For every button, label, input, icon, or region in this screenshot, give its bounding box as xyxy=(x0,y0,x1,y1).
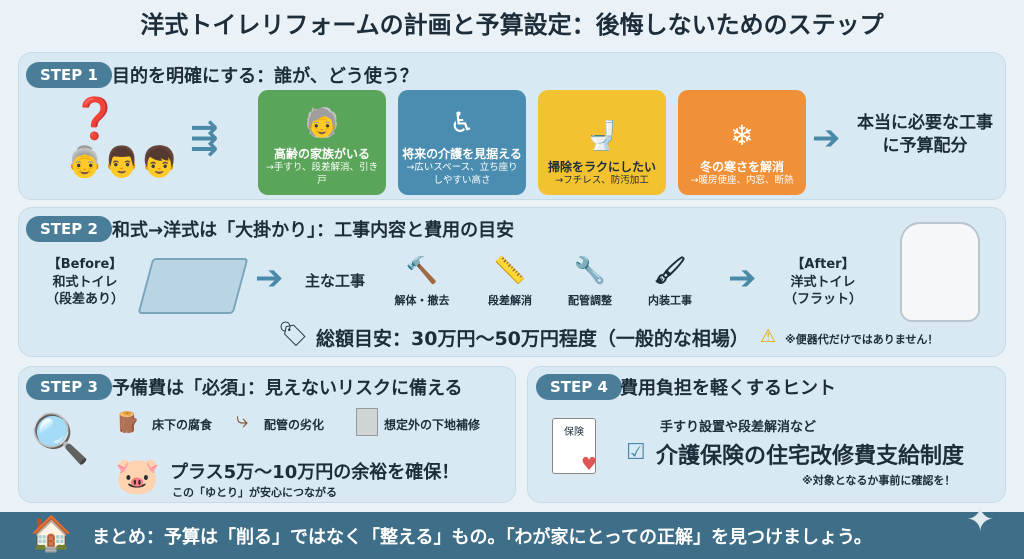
purpose-card: 🚽 掃除をラクにしたい→フチレス、防汚加工 xyxy=(538,90,666,195)
work-label: 配管調整 xyxy=(568,294,612,307)
insurance-document-icon: 保険 ♥ xyxy=(552,418,598,475)
step2-badge: STEP 2 xyxy=(26,216,112,242)
wheelchair-icon: ♿ xyxy=(449,106,475,140)
arrow-icon: ➔ xyxy=(255,258,284,298)
step3-heading: 予備費は「必須」：見えないリスクに備える xyxy=(112,378,463,399)
elderly-icon: 🧓 xyxy=(304,106,340,140)
step4-badge: STEP 4 xyxy=(536,374,622,400)
card-title: 高齢の家族がいる xyxy=(273,147,370,162)
arrow-icon: ➔ xyxy=(728,258,757,298)
paint-roller-icon: 🖌 xyxy=(653,256,687,286)
step4-note: ※対象となるか事前に確認を！ xyxy=(802,474,956,487)
family-people-icon: 👵👨👦 xyxy=(66,145,179,180)
card-title: 冬の寒さを解消 xyxy=(699,159,784,174)
card-title: 将来の介護を見据える xyxy=(402,147,522,162)
hammer-icon: 🔨 xyxy=(405,256,439,286)
summary-footer: まとめ：予算は「削る」ではなく「整える」もの。「わが家にとっての正解」を見つけま… xyxy=(0,512,1024,559)
work-label: 解体・撤去 xyxy=(394,294,450,307)
step4-heading: 費用負担を軽くするヒント xyxy=(620,378,836,399)
before-label: 【Before】 xyxy=(47,257,123,272)
japanese-toilet-icon xyxy=(137,258,249,314)
card-sub: →手すり、段差解消、引き戸 xyxy=(265,162,379,186)
step1-heading: 目的を明確にする：誰が、どう使う？ xyxy=(112,66,418,87)
western-toilet-icon xyxy=(900,222,980,322)
checkbox-icon: ☑ xyxy=(626,440,646,465)
step2-heading: 和式→洋式は「大掛かり」：工事内容と費用の目安 xyxy=(112,220,515,241)
risk-pipe: 配管の劣化 xyxy=(264,418,325,432)
after-note: （フラット） xyxy=(783,292,862,308)
risk-floor: 床下の腐食 xyxy=(152,418,213,432)
work-piping: 🔧 配管調整 xyxy=(560,256,620,308)
card-sub: →フチレス、防汚加工 xyxy=(555,174,649,186)
after-label: 【After】 xyxy=(791,257,855,272)
magnifier-icon: 🔍 xyxy=(30,411,90,467)
work-label: 段差解消 xyxy=(488,294,532,307)
branch-arrow-icon: ⇶ xyxy=(190,118,219,158)
step1-result: 本当に必要な工事に予算配分 xyxy=(857,113,993,156)
crack-icon xyxy=(356,408,378,436)
purpose-card: 🧓 高齢の家族がいる→手すり、段差解消、引き戸 xyxy=(258,90,386,195)
work-label: 内装工事 xyxy=(648,294,692,307)
sparkle-icon: ✦ xyxy=(966,500,995,540)
care-insurance-program: 介護保険の住宅改修費支給制度 xyxy=(656,444,965,469)
after-name: 洋式トイレ xyxy=(790,274,856,290)
risk-substrate: 想定外の下地補修 xyxy=(384,418,481,432)
wood-icon: 🪵 xyxy=(115,410,140,434)
purpose-card: ❄ 冬の寒さを解消→暖房便座、内窓、断熱 xyxy=(678,90,806,195)
before-name: 和式トイレ xyxy=(52,274,118,290)
card-sub: →暖房便座、内窓、断熱 xyxy=(690,174,794,186)
heart-icon: ♥ xyxy=(581,454,598,475)
total-estimate: 総額目安：30万円〜50万円程度（一般的な相場） xyxy=(316,328,749,350)
work-leveling: 📏 段差解消 xyxy=(480,256,540,308)
document-label: 保険 xyxy=(564,427,584,438)
work-interior: 🖌 内装工事 xyxy=(640,256,700,308)
after-label-group: 【After】 洋式トイレ （フラット） xyxy=(778,256,868,309)
piggy-bank-icon: 🐷 xyxy=(115,456,160,497)
heater-icon: ❄ xyxy=(730,118,754,152)
work-demolition: 🔨 解体・撤去 xyxy=(392,256,452,308)
page-title: 洋式トイレリフォームの計画と予算設定：後悔しないためのステップ xyxy=(140,10,884,39)
reserve-amount: プラス5万〜10万円の余裕を確保！ xyxy=(170,462,460,483)
step4-lead: 手すり設置や段差解消など xyxy=(660,420,817,435)
reserve-note: この「ゆとり」が安心につながる xyxy=(172,486,337,499)
step3-badge: STEP 3 xyxy=(26,374,112,400)
warning-note: ※便器代だけではありません！ xyxy=(785,333,939,346)
toilet-broom-icon: 🚽 xyxy=(584,118,620,152)
arrow-icon: ➔ xyxy=(812,118,841,158)
main-work-label: 主な工事 xyxy=(305,272,366,290)
rusty-pipe-icon: ⤷ xyxy=(236,408,249,433)
step1-badge: STEP 1 xyxy=(26,62,112,88)
summary-text: まとめ：予算は「削る」ではなく「整える」もの。「わが家にとっての正解」を見つけま… xyxy=(92,526,872,548)
level-icon: 📏 xyxy=(493,256,527,286)
card-sub: →広いスペース、立ち座りしやすい高さ xyxy=(406,162,518,186)
card-title: 掃除をラクにしたい xyxy=(547,159,656,174)
warning-icon: ⚠ xyxy=(760,326,777,347)
pipe-icon: 🔧 xyxy=(573,256,607,286)
purpose-card: ♿ 将来の介護を見据える→広いスペース、立ち座りしやすい高さ xyxy=(398,90,526,195)
house-family-icon: 🏠 xyxy=(30,514,73,554)
before-label-group: 【Before】 和式トイレ （段差あり） xyxy=(40,256,130,309)
before-note: （段差あり） xyxy=(45,292,124,308)
price-tag-icon: 🏷 xyxy=(278,320,309,348)
family-icon: ❓ xyxy=(70,96,120,142)
